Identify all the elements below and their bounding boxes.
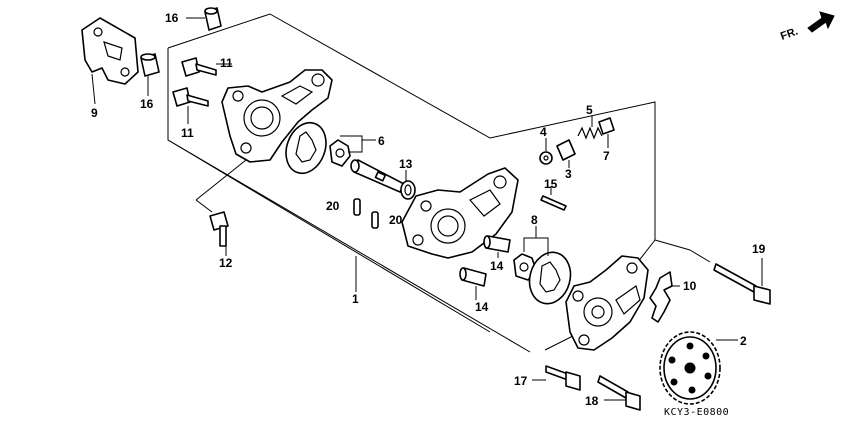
- label-11-upper: 11: [220, 56, 233, 70]
- label-12: 12: [219, 256, 233, 270]
- front-direction-arrow: [807, 11, 835, 33]
- front-direction-label: FR.: [779, 25, 800, 42]
- label-15: 15: [544, 177, 558, 191]
- bolt-12: [195, 199, 229, 256]
- bolt-17: [532, 365, 581, 391]
- label-3: 3: [565, 167, 572, 181]
- relief-valve-spring: [577, 116, 603, 140]
- leader-lines: [195, 159, 357, 292]
- seal-ring: [400, 170, 416, 200]
- pump-cover-lower: [565, 255, 649, 351]
- dowel-pin-left: [353, 198, 361, 216]
- label-7: 7: [603, 149, 610, 163]
- pump-shaft: [350, 159, 405, 193]
- label-2: 2: [740, 334, 747, 348]
- label-8: 8: [531, 213, 538, 227]
- label-6: 6: [378, 134, 385, 148]
- label-20-left: 20: [326, 199, 340, 213]
- label-11-lower: 11: [181, 126, 194, 140]
- outer-rotor-lower: [528, 251, 572, 305]
- label-1: 1: [352, 292, 359, 306]
- dowel-collar-upper: [186, 7, 222, 31]
- label-4: 4: [540, 125, 547, 139]
- label-17: 17: [514, 374, 528, 388]
- label-14-lower: 14: [475, 300, 489, 314]
- label-20-right: 20: [389, 213, 403, 227]
- spring-pin: [540, 186, 567, 211]
- dowel-collar-lower: [140, 53, 160, 96]
- diagram-code: KCY3-E0800: [664, 407, 729, 418]
- collar-lower-14: [459, 267, 487, 300]
- bracket-plate-part: [81, 17, 139, 105]
- dowel-pin-right: [371, 211, 379, 229]
- relief-valve-sleeve: [556, 139, 576, 168]
- flange-bolt-upper: [181, 57, 232, 77]
- o-ring-gasket: [649, 271, 680, 323]
- rotor-bracket-8: [523, 226, 549, 256]
- label-19: 19: [752, 242, 766, 256]
- label-16-lower: 16: [140, 97, 154, 111]
- outer-rotor-upper: [285, 121, 327, 175]
- flange-bolt-lower: [172, 87, 209, 124]
- relief-valve-piston: [539, 138, 553, 165]
- rotor-bracket-6: [340, 135, 376, 153]
- inner-rotor-upper: [329, 139, 351, 167]
- bolt-18: [597, 375, 641, 411]
- relief-valve-cap: [598, 117, 615, 148]
- bolt-19: [713, 258, 771, 305]
- label-16-upper: 16: [165, 11, 179, 25]
- pump-driven-gear: [659, 331, 738, 405]
- label-9: 9: [91, 106, 98, 120]
- label-14-upper: 14: [490, 259, 504, 273]
- part-number-labels: 1 2 3 4 5 6 7 8 9 10 11 11 12 13 14 14 1…: [91, 11, 766, 408]
- label-18: 18: [585, 394, 599, 408]
- label-13: 13: [399, 157, 413, 171]
- label-5: 5: [586, 103, 593, 117]
- label-10: 10: [683, 279, 697, 293]
- pump-body-upper: [221, 69, 333, 163]
- collar-upper-14: [483, 235, 511, 258]
